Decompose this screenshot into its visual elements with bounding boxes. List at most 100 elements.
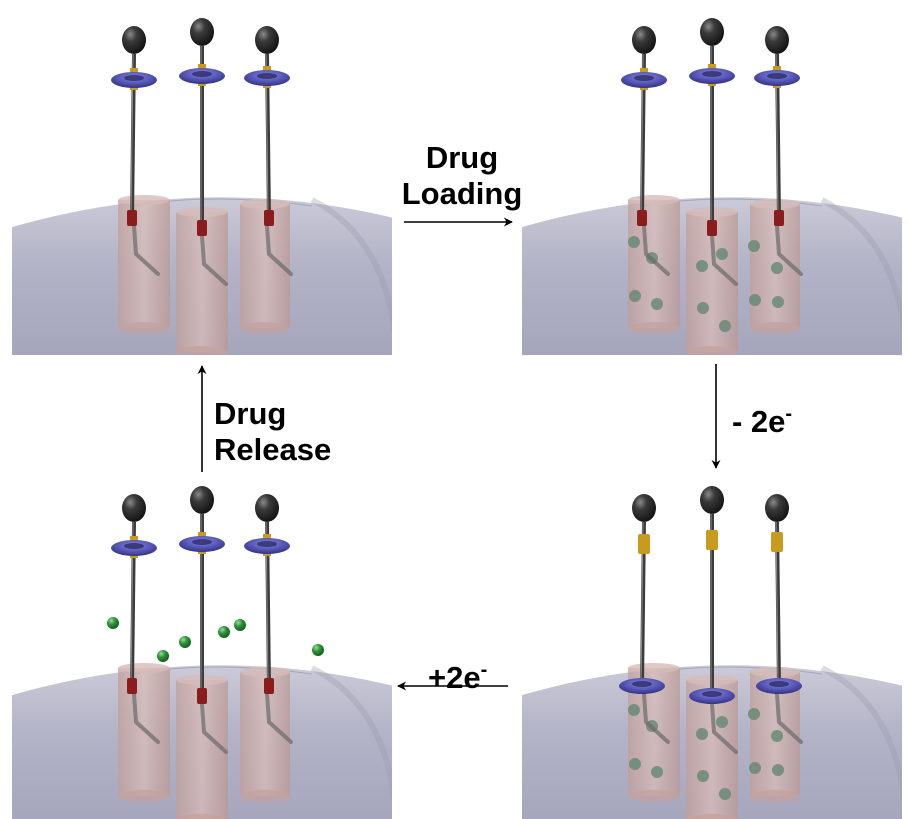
pore: [118, 200, 170, 328]
sphere-edge-shade: [820, 665, 902, 804]
red-station: [707, 220, 717, 236]
cargo-molecule: [628, 704, 640, 716]
rotaxane-1: [621, 26, 680, 334]
panel-bottom-right: [522, 486, 902, 819]
pore-opening: [628, 195, 680, 205]
stopper: [255, 494, 279, 522]
linker: [642, 692, 670, 744]
pore-opening: [118, 663, 170, 673]
gold-station: [771, 532, 783, 552]
cargo-molecule: [748, 708, 760, 720]
rotaxane-1: [111, 26, 170, 334]
pore-opening: [750, 199, 800, 209]
cargo-molecule: [719, 788, 731, 800]
ring-hole: [192, 71, 212, 77]
ring-hole: [702, 71, 722, 77]
rotaxane-3: [748, 26, 803, 334]
pore-opening: [750, 667, 800, 677]
linker: [775, 692, 803, 744]
red-station: [264, 678, 274, 694]
cargo-molecule: [749, 762, 761, 774]
pore-bottom: [628, 790, 680, 802]
stopper: [190, 486, 214, 514]
cargo-molecule: [629, 758, 641, 770]
ring-hole: [192, 539, 212, 545]
released-drug: [179, 636, 191, 648]
rotaxane-2: [686, 486, 738, 819]
panel-top-left: [12, 18, 392, 355]
cargo-molecule: [628, 236, 640, 248]
linker: [200, 234, 228, 286]
red-station: [197, 688, 207, 704]
cargo-molecule: [716, 716, 728, 728]
pore-bottom: [240, 790, 290, 802]
gold-station: [706, 530, 718, 550]
pore-bottom: [176, 346, 228, 355]
pore-bottom: [118, 790, 170, 802]
pore: [118, 668, 170, 796]
pore-opening: [240, 199, 290, 209]
cargo-molecule: [651, 766, 663, 778]
stopper: [190, 18, 214, 46]
released-drug: [312, 644, 324, 656]
red-station: [637, 210, 647, 226]
pore-opening: [628, 663, 680, 673]
sphere-edge-shade: [820, 197, 902, 336]
rotaxane-3: [240, 26, 293, 334]
linker: [132, 224, 160, 276]
linker: [710, 702, 738, 754]
ring-hole: [769, 681, 789, 687]
ring-hole: [257, 73, 277, 79]
pore-opening: [240, 667, 290, 677]
cargo-molecule: [749, 294, 761, 306]
rotaxane-2: [176, 18, 228, 355]
drug-release-label: Drug Release: [214, 396, 332, 467]
linker: [132, 692, 160, 744]
linker: [775, 224, 803, 276]
linker: [200, 702, 228, 754]
rotaxane-3: [240, 494, 293, 802]
cargo-molecule: [719, 320, 731, 332]
linker: [642, 224, 670, 276]
cargo-molecule: [696, 260, 708, 272]
rotaxane-1: [111, 494, 170, 802]
reduction-label: +2e-: [428, 659, 488, 695]
panel-top-right: [522, 18, 902, 355]
ring-hole: [767, 73, 787, 79]
pore-bottom: [628, 322, 680, 334]
sphere-edge-shade: [310, 197, 392, 336]
pore-bottom: [118, 322, 170, 334]
stopper: [255, 26, 279, 54]
released-drug: [157, 650, 169, 662]
cargo-molecule: [696, 728, 708, 740]
ring-hole: [124, 543, 144, 549]
stopper: [632, 26, 656, 54]
cargo-molecule: [697, 770, 709, 782]
red-station: [774, 210, 784, 226]
cargo-molecule: [772, 764, 784, 776]
cargo-molecule: [629, 290, 641, 302]
ring-hole: [634, 75, 654, 81]
released-drug: [234, 619, 246, 631]
stopper: [632, 494, 656, 522]
stopper: [700, 486, 724, 514]
stopper: [122, 26, 146, 54]
ring-hole: [257, 541, 277, 547]
rotaxane-2: [176, 486, 228, 819]
linker: [710, 234, 738, 286]
linker: [265, 224, 293, 276]
ring-hole: [124, 75, 144, 81]
linker: [265, 692, 293, 744]
rotaxane-2: [686, 18, 738, 355]
cargo-molecule: [771, 262, 783, 274]
pore-bottom: [750, 790, 800, 802]
ring-hole: [702, 691, 722, 697]
oxidation-label: - 2e-: [732, 403, 793, 439]
cargo-molecule: [651, 298, 663, 310]
ring-hole: [632, 681, 652, 687]
rotaxane-3: [748, 494, 803, 802]
pore-opening: [118, 195, 170, 205]
cargo-molecule: [716, 248, 728, 260]
gold-station: [638, 534, 650, 554]
